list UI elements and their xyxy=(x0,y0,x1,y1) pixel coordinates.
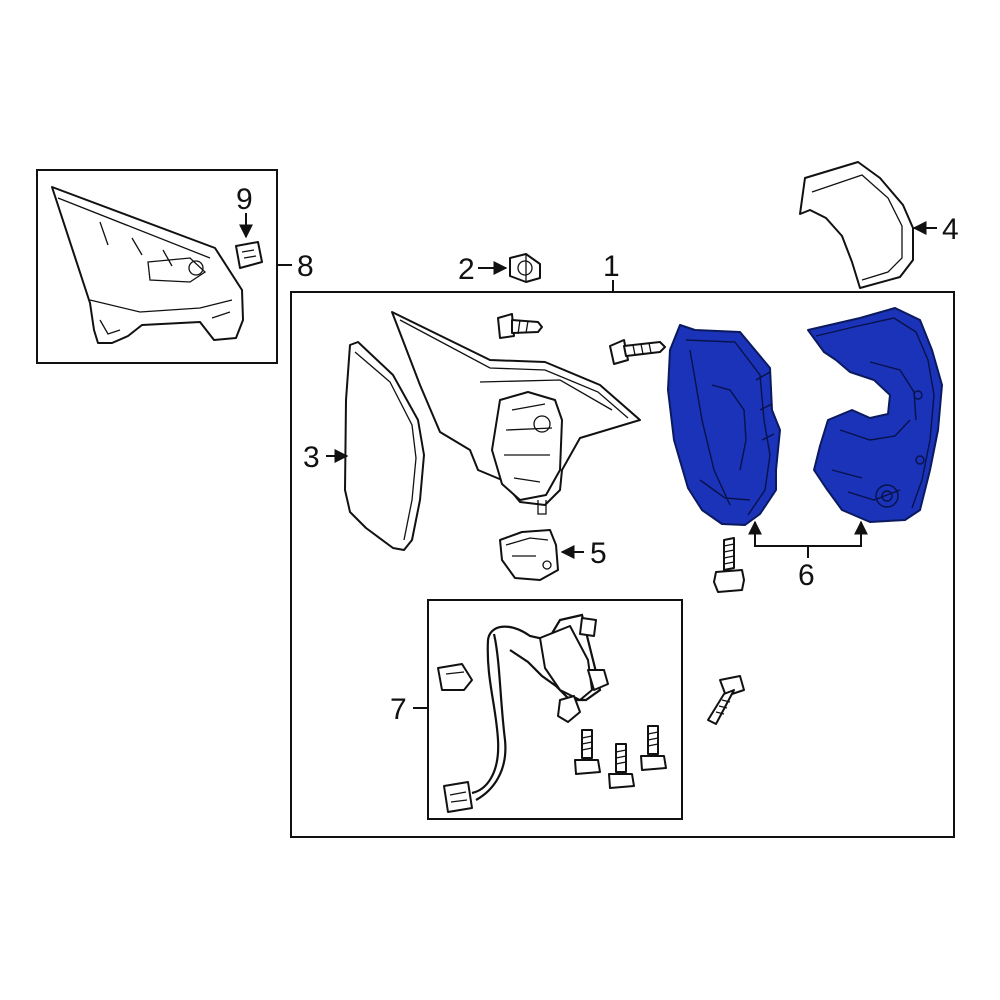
mirror-glass-part-3 xyxy=(344,341,425,551)
wiring-harness xyxy=(443,613,609,813)
housing-part-6-frame xyxy=(807,307,943,523)
screw-part-long xyxy=(609,339,666,365)
nut-part-2 xyxy=(509,253,541,283)
mirror-cap-part-4 xyxy=(799,161,914,289)
harness-screw-1 xyxy=(574,729,601,775)
screw-part-top xyxy=(497,313,543,339)
bracket-line-6 xyxy=(748,520,868,547)
inset-box-harness xyxy=(427,599,683,820)
callout-1: 1 xyxy=(603,250,620,283)
callout-2: 2 xyxy=(458,253,475,286)
callout-6: 6 xyxy=(798,559,815,592)
door-garnish-part xyxy=(51,186,244,344)
housing-part-6-shell xyxy=(667,324,781,526)
callout-4: 4 xyxy=(942,213,959,246)
clip-part-9 xyxy=(235,241,263,269)
assembly-box-mirror xyxy=(290,291,955,838)
bolt-part-housing xyxy=(713,537,745,593)
harness-screw-2 xyxy=(608,743,635,789)
bolt-part-middle xyxy=(707,675,745,725)
callout-7: 7 xyxy=(390,693,407,726)
harness-clip xyxy=(437,663,473,691)
mirror-base-actuator xyxy=(391,311,641,515)
callout-8: 8 xyxy=(297,250,314,283)
bracket-part-5 xyxy=(499,529,559,581)
callout-5: 5 xyxy=(590,537,607,570)
callout-9: 9 xyxy=(236,183,253,216)
inset-box-garnish xyxy=(36,169,278,364)
harness-screw-3 xyxy=(640,725,667,771)
callout-3: 3 xyxy=(303,441,320,474)
